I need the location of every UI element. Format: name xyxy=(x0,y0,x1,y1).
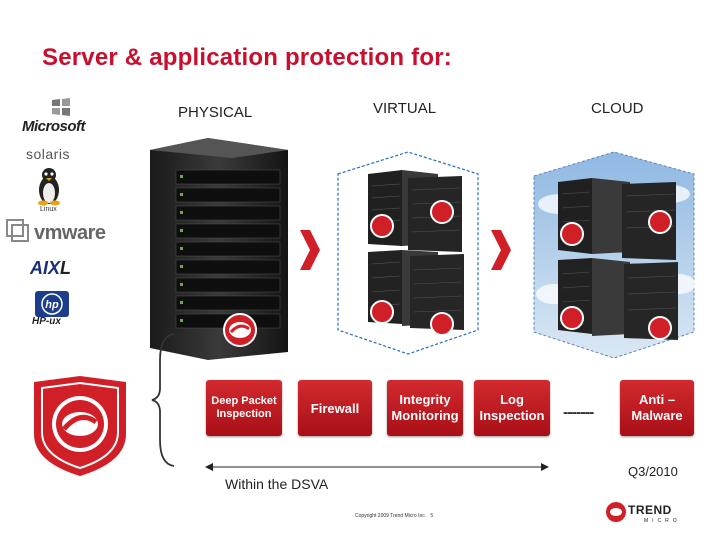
chevron-right-icon xyxy=(491,230,511,270)
cloud-sky-icon xyxy=(533,151,696,359)
feature-integrity-monitoring: Integrity Monitoring xyxy=(387,380,463,436)
microsoft-logo: Microsoft xyxy=(22,118,86,135)
feature-log-inspection: Log Inspection xyxy=(474,380,550,436)
feature-deep-packet-inspection: Deep Packet Inspection xyxy=(206,380,282,436)
trend-shield-icon xyxy=(606,502,626,522)
tux-penguin-icon xyxy=(38,168,60,206)
aix-text: AIX xyxy=(30,258,61,278)
double-arrow-icon xyxy=(205,463,549,471)
physical-server-rack xyxy=(150,138,288,360)
aix-suffix: L xyxy=(60,258,72,278)
linux-label: Linux xyxy=(40,206,57,213)
brand-micro: MICRO xyxy=(644,518,681,524)
trend-shield-icon xyxy=(223,313,257,347)
physical-heading: PHYSICAL xyxy=(178,104,253,121)
copyright-text: Copyright 2009 Trend Micro Inc. 5 xyxy=(355,513,433,519)
dsva-label: Within the DSVA xyxy=(225,476,329,492)
hpux-logo: HP-ux xyxy=(32,316,61,327)
trend-shield-icon xyxy=(34,376,126,476)
slide-title: Server & application protection for: xyxy=(42,44,452,71)
feature-anti-malware: Anti – Malware xyxy=(620,380,694,436)
page-number: 5 xyxy=(430,513,434,519)
virtual-servers xyxy=(337,151,479,355)
curly-brace-icon xyxy=(151,333,175,467)
dashed-separator: ------- xyxy=(563,404,594,421)
aix-logo: AIXL xyxy=(30,258,71,279)
hp-logo-icon: hp xyxy=(35,291,69,317)
copyright-label: Copyright 2009 Trend Micro Inc. xyxy=(355,513,427,519)
brand-trend: TREND xyxy=(628,503,672,517)
feature-firewall: Firewall xyxy=(298,380,372,436)
vmware-logo: vmware xyxy=(34,222,106,244)
chevron-right-icon xyxy=(300,230,320,270)
solaris-logo: solaris xyxy=(26,146,70,162)
windows-flag-icon xyxy=(52,98,70,116)
hp-logo-text: hp xyxy=(45,299,59,311)
cloud-heading: CLOUD xyxy=(591,100,644,117)
timeline-label: Q3/2010 xyxy=(628,464,678,479)
virtual-heading: VIRTUAL xyxy=(373,100,437,117)
vmware-boxes-icon xyxy=(6,219,29,242)
